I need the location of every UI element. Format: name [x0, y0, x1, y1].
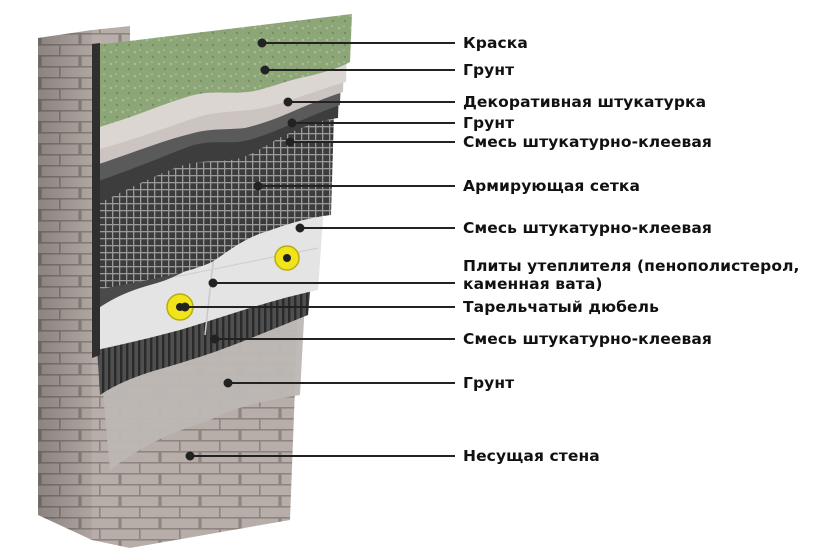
- primer-base-layer: [100, 300, 305, 470]
- label-insulation-boards: Плиты утеплителя (пенополистерол,: [463, 257, 800, 275]
- label-insulation-boards-line2: каменная вата): [463, 275, 603, 293]
- label-decorative-plaster: Декоративная штукатурка: [463, 93, 707, 111]
- label-primer-2: Грунт: [463, 114, 515, 132]
- label-adhesive-mix-3: Смесь штукатурно-клеевая: [463, 330, 712, 348]
- label-reinforcing-mesh: Армирующая сетка: [463, 177, 641, 195]
- label-primer-base: Грунт: [463, 374, 515, 392]
- label-primer-top: Грунт: [463, 61, 515, 79]
- label-load-bearing-wall: Несущая стена: [463, 447, 600, 465]
- label-adhesive-mix-1: Смесь штукатурно-клеевая: [463, 133, 712, 151]
- label-paint: Краска: [463, 34, 528, 52]
- label-adhesive-mix-2: Смесь штукатурно-клеевая: [463, 219, 712, 237]
- layer-edge: [92, 43, 100, 358]
- leader-lines: [180, 38, 455, 461]
- disc-dowel-icon: [274, 245, 300, 271]
- label-disc-dowel: Тарельчатый дюбель: [463, 298, 660, 316]
